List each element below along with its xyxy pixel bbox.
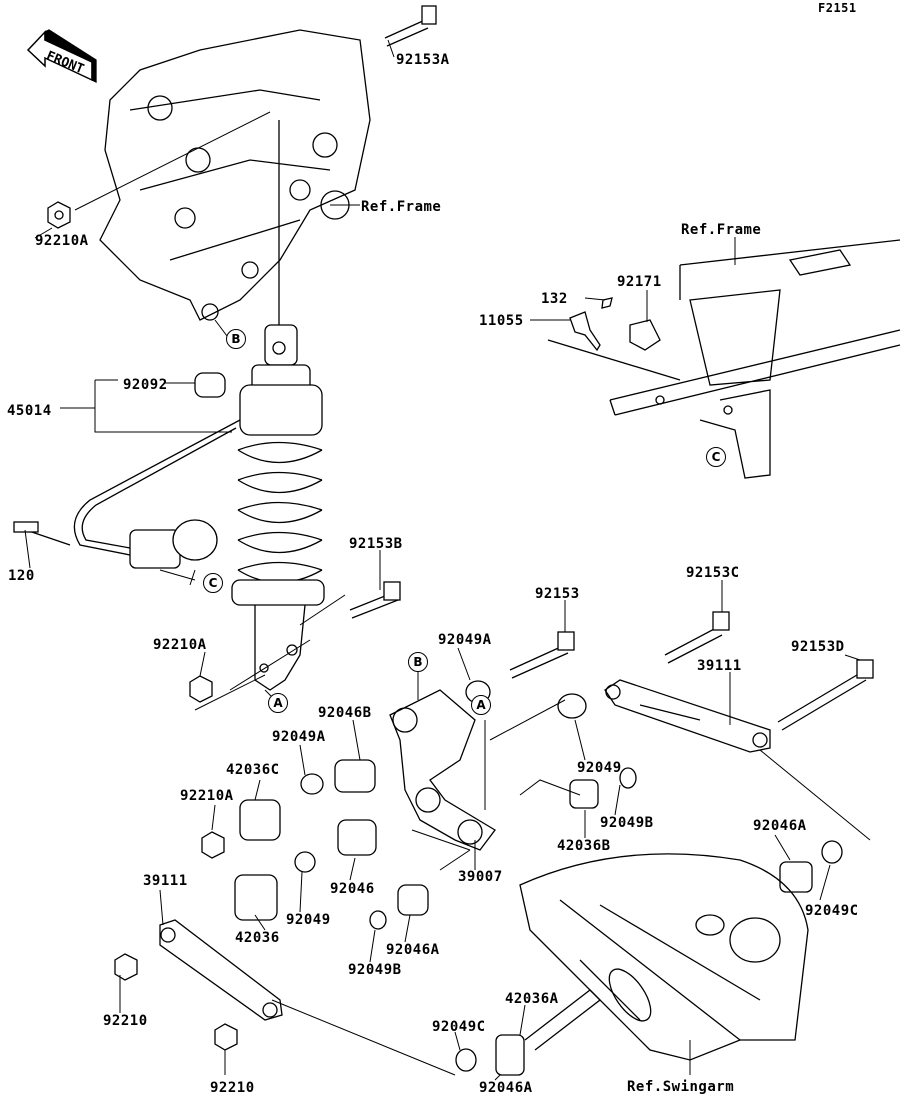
part-label: 92049 xyxy=(577,760,622,776)
nuts-bushings xyxy=(47,201,843,1076)
part-label: 42036A xyxy=(505,991,559,1007)
part-label: 92049C xyxy=(805,903,859,919)
marker-b: B xyxy=(226,329,246,349)
part-label: 42036B xyxy=(557,838,611,854)
part-label: 120 xyxy=(8,568,35,584)
part-label: 92153A xyxy=(396,52,450,68)
part-label: 45014 xyxy=(7,403,52,419)
part-label: 92171 xyxy=(617,274,662,290)
marker-a: A xyxy=(471,695,491,715)
part-label: 92210 xyxy=(210,1080,255,1096)
tie-rod-left xyxy=(159,919,283,1021)
part-label: 92049B xyxy=(600,815,654,831)
part-label: 39007 xyxy=(458,869,503,885)
part-label: 92049A xyxy=(438,632,492,648)
swingarm xyxy=(519,853,809,1061)
part-label: 92210A xyxy=(35,233,89,249)
part-label: 92210A xyxy=(180,788,234,804)
part-label: 92049 xyxy=(286,912,331,928)
marker-b: B xyxy=(408,652,428,672)
part-label: 39111 xyxy=(143,873,188,889)
tie-rod-right xyxy=(604,679,771,753)
frame-upper xyxy=(99,29,371,321)
rocker-39007 xyxy=(389,689,496,851)
part-label: 39111 xyxy=(697,658,742,674)
marker-c: C xyxy=(706,447,726,467)
marker-c: C xyxy=(203,573,223,593)
ref-label: Ref.Frame xyxy=(361,199,442,215)
part-label: 42036C xyxy=(226,762,280,778)
frame-rear xyxy=(547,239,901,479)
part-label: 92049A xyxy=(272,729,326,745)
part-label: 132 xyxy=(541,291,568,307)
shock-absorber xyxy=(231,120,325,691)
part-label: 92153 xyxy=(535,586,580,602)
part-label: 92046B xyxy=(318,705,372,721)
part-label: 92046A xyxy=(386,942,440,958)
front-arrow-logo: FRONT xyxy=(26,29,97,84)
part-label: 92153B xyxy=(349,536,403,552)
part-label: 92046A xyxy=(479,1080,533,1096)
ref-label: Ref.Frame xyxy=(681,222,762,238)
part-label: 92210A xyxy=(153,637,207,653)
part-label: 92153D xyxy=(791,639,845,655)
part-label: 42036 xyxy=(235,930,280,946)
part-label: 92046 xyxy=(330,881,375,897)
reservoir xyxy=(13,419,241,569)
diagram-code: F2151 xyxy=(818,1,857,15)
ref-label: Ref.Swingarm xyxy=(627,1079,735,1095)
part-label: 92049B xyxy=(348,962,402,978)
part-label: 92092 xyxy=(123,377,168,393)
leader-lines xyxy=(24,39,871,1081)
part-label: 92210 xyxy=(103,1013,148,1029)
bolts xyxy=(349,5,874,731)
part-label: 11055 xyxy=(479,313,524,329)
marker-a: A xyxy=(268,693,288,713)
part-label: 92153C xyxy=(686,565,740,581)
part-label: 92046A xyxy=(753,818,807,834)
part-label: 92049C xyxy=(432,1019,486,1035)
